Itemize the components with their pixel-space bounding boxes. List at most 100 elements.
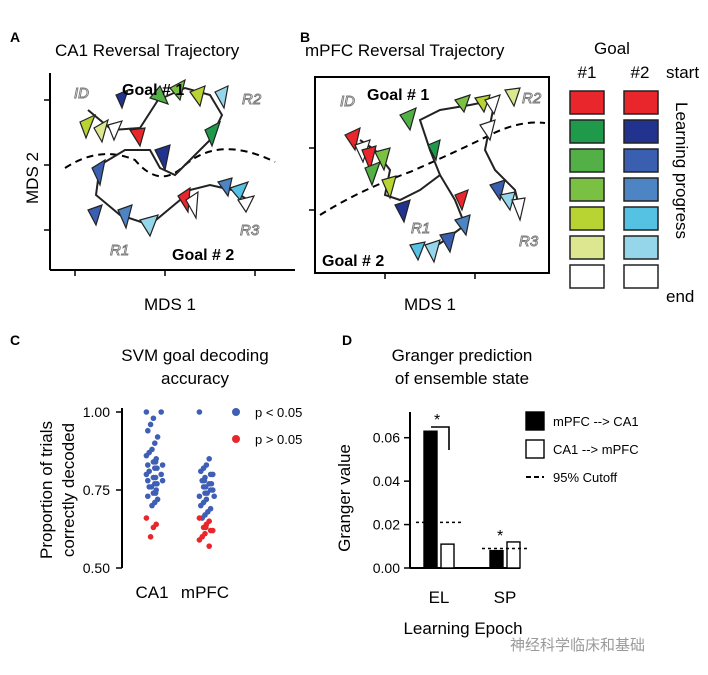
panel-a-letter: A <box>10 29 20 45</box>
decoding-point <box>198 502 204 509</box>
decoding-point <box>208 480 215 487</box>
decoding-point <box>152 459 159 465</box>
panel-a-decision-boundary <box>64 148 276 178</box>
decoding-point <box>143 452 150 459</box>
panel-a-plot: ID Goal # 1 R2 R3 R1 Goal # 2 <box>44 73 295 276</box>
panel-d-x-label: Learning Epoch <box>403 619 522 638</box>
panel-b-letter: B <box>300 29 310 45</box>
panel-a-region-r3: R3 <box>240 222 260 239</box>
panel-c-y-label-line1: Proportion of trials <box>37 421 56 559</box>
panel-b-ticks <box>309 147 476 279</box>
d-legend-label: mPFC --> CA1 <box>553 414 639 429</box>
panel-c-points <box>143 409 217 549</box>
legend-swatch-goal2-2 <box>623 119 659 144</box>
decoding-point <box>211 493 217 500</box>
panel-a-goal1-label: Goal # 1 <box>122 82 184 99</box>
decoding-point <box>150 524 157 531</box>
d-ytick-label: 0.04 <box>373 473 400 489</box>
panel-b-trajectory <box>359 98 521 251</box>
panel-b-goal1-label: Goal # 1 <box>367 87 429 104</box>
decoding-point <box>154 465 160 471</box>
legend-swatch-goal1-4 <box>569 177 605 202</box>
panel-c-title-line2: accuracy <box>161 369 230 388</box>
decoding-point <box>148 484 155 490</box>
legend-swatch-goal2-7 <box>623 264 659 289</box>
panel-a-region-id: ID <box>74 85 89 102</box>
goal-legend-title: Goal <box>594 39 630 58</box>
decoding-point <box>198 468 204 475</box>
decoding-point <box>152 440 158 447</box>
decoding-point <box>204 490 210 496</box>
decoding-point <box>159 477 166 484</box>
c-legend-marker <box>232 408 240 416</box>
panel-a-goal2-label: Goal # 2 <box>172 247 234 264</box>
goal-legend-col2: #2 <box>631 63 650 82</box>
d-ytick-label: 0.00 <box>373 560 400 576</box>
panel-c-legend: p < 0.05p > 0.05 <box>232 405 302 447</box>
decoding-point <box>196 537 203 543</box>
panel-b-region-r3: R3 <box>519 233 539 250</box>
panel-a-y-label: MDS 2 <box>23 152 42 204</box>
c-ytick-label: 0.75 <box>83 482 110 498</box>
c-legend-label: p > 0.05 <box>255 432 302 447</box>
sig-star-el-comparison: * <box>434 412 440 429</box>
decoding-point <box>158 409 164 415</box>
goal-legend-swatches <box>569 90 659 289</box>
panel-a-ticks <box>44 99 256 276</box>
goal-legend-col1: #1 <box>578 63 597 82</box>
panel-d-letter: D <box>342 332 352 348</box>
panel-d-cutoffs <box>416 521 528 550</box>
panel-d-significance: * * * <box>424 412 503 545</box>
c-xtick-label-ca1: CA1 <box>135 583 168 602</box>
c-ytick-label: 1.00 <box>83 404 110 420</box>
legend-swatch-goal2-6 <box>623 235 659 260</box>
decoding-point <box>145 462 151 468</box>
panel-c-letter: C <box>10 332 20 348</box>
panel-a-title: CA1 Reversal Trajectory <box>55 41 240 60</box>
panel-d-title-line1: Granger prediction <box>392 346 533 365</box>
panel-a-region-r2: R2 <box>242 91 262 108</box>
panel-a-markers <box>79 78 256 238</box>
legend-swatch-goal2-3 <box>623 148 659 173</box>
decoding-point <box>210 527 216 534</box>
c-ytick-label: 0.50 <box>83 560 110 576</box>
d-xtick-label-sp: SP <box>494 588 517 607</box>
decoding-point <box>196 515 203 521</box>
panel-b-title: mPFC Reversal Trajectory <box>305 41 505 60</box>
legend-swatch-goal2-1 <box>623 90 659 115</box>
decoding-point <box>206 456 212 462</box>
decoding-point <box>143 471 150 478</box>
d-legend-label: CA1 --> mPFC <box>553 442 639 457</box>
watermark-text: 神经科学临床和基础 <box>510 636 646 654</box>
decoding-point <box>203 484 209 490</box>
panel-b-frame <box>314 76 550 274</box>
panel-c-y-label-line2: correctly decoded <box>59 423 78 557</box>
panel-d-x-labels: EL SP <box>429 588 517 607</box>
decoding-point <box>152 490 159 496</box>
panel-d-y-label: Granger value <box>335 444 354 552</box>
decoding-point <box>145 427 151 434</box>
legend-swatch-goal1-6 <box>569 235 605 260</box>
d-legend-swatch <box>525 411 545 431</box>
panel-b-region-id: ID <box>340 93 355 110</box>
goal-legend: Goal #1 #2 start Learning progress end <box>569 39 699 306</box>
d-legend-cutoff-label: 95% Cutoff <box>553 470 617 485</box>
granger-bar-sp-mpfc-ca1 <box>489 549 504 569</box>
d-legend-swatch <box>525 439 545 459</box>
panel-d-y-ticks: 0.000.020.040.06 <box>373 430 410 576</box>
granger-bar-sp-ca1-mpfc <box>506 541 521 569</box>
d-xtick-label-el: EL <box>429 588 450 607</box>
decoding-point <box>147 534 154 540</box>
decoding-point <box>154 480 160 487</box>
legend-swatch-goal2-5 <box>623 206 659 231</box>
decoding-point <box>210 487 216 493</box>
decoding-point <box>143 515 150 521</box>
sig-bracket-el <box>431 426 450 450</box>
goal-legend-progress: Learning progress <box>672 102 691 239</box>
decoding-point <box>159 462 166 468</box>
goal-legend-end: end <box>666 287 694 306</box>
